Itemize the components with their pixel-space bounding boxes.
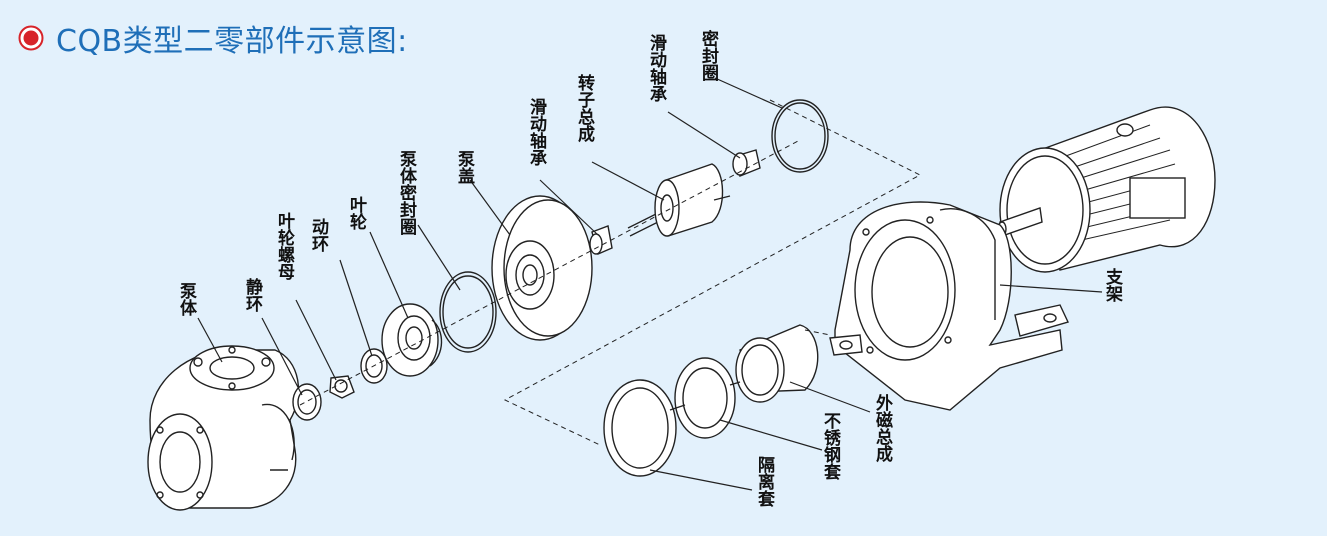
pump-body-seal-part — [439, 271, 497, 353]
label-pump-body: 泵体 — [176, 282, 197, 317]
pump-cover-part — [491, 195, 593, 341]
label-impeller-nut: 叶轮螺母 — [274, 212, 295, 281]
sliding-bearing-2-part — [732, 149, 761, 177]
impeller-nut-part — [329, 375, 355, 399]
label-impeller: 叶轮 — [346, 196, 367, 230]
rotor-assembly-part — [627, 163, 731, 237]
title-text: CQB类型二零部件示意图: — [56, 24, 408, 59]
label-moving-ring: 动环 — [308, 218, 329, 253]
label-pump-cover: 泵盖 — [454, 150, 475, 184]
page-title: CQB类型二零部件示意图: — [18, 18, 408, 59]
label-stainless-sleeve: 不锈钢套 — [820, 412, 842, 481]
label-bracket: 支架 — [1102, 267, 1123, 303]
impeller-part — [381, 303, 443, 377]
isolation-sleeve-part — [603, 379, 686, 477]
label-static-ring: 静环 — [242, 277, 263, 313]
label-isolation-sleeve: 隔离套 — [754, 456, 776, 508]
motor-part — [997, 106, 1216, 273]
label-sliding-bearing-2: 滑动轴承 — [646, 34, 667, 102]
label-seal-ring: 密封圈 — [698, 29, 719, 82]
label-outer-magnet: 外磁总成 — [872, 393, 893, 463]
target-bullet-icon — [18, 25, 44, 51]
static-ring-part — [292, 383, 322, 421]
bracket-part — [829, 201, 1069, 411]
label-pump-body-seal: 泵体密封圈 — [396, 150, 417, 236]
seal-ring-part — [771, 99, 829, 173]
stainless-sleeve-part — [674, 357, 741, 439]
outer-magnet-part — [735, 324, 819, 403]
label-rotor-assembly: 转子总成 — [574, 73, 595, 143]
pump-body-part — [147, 345, 300, 511]
sliding-bearing-1-part — [589, 225, 613, 255]
label-sliding-bearing-1: 滑动轴承 — [526, 98, 547, 166]
